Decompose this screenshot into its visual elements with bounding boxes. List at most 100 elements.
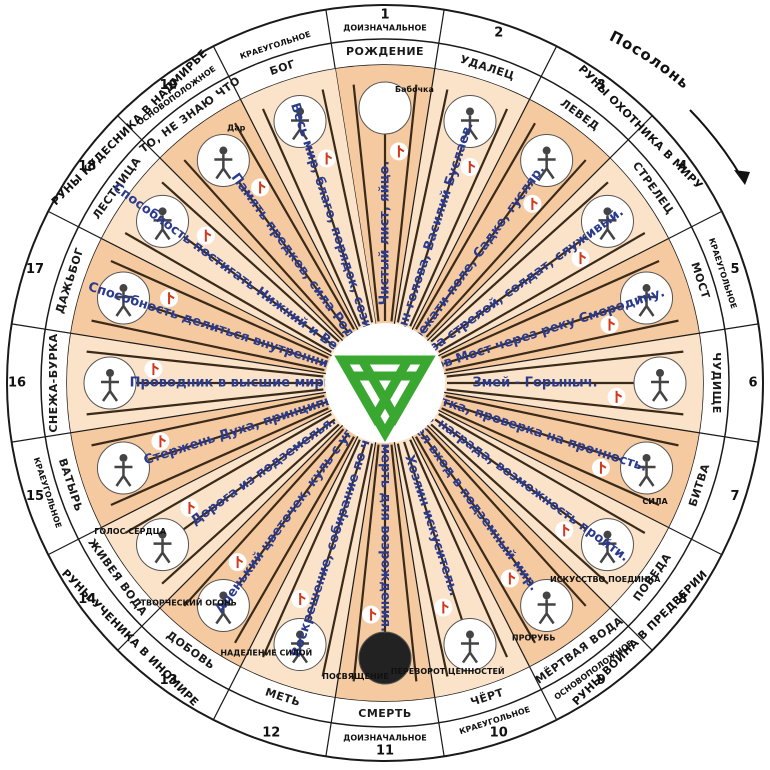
spoke-ray	[124, 413, 332, 534]
spoke-ray	[438, 232, 646, 353]
pose-caption: Дар	[227, 124, 246, 133]
figure-body	[214, 154, 233, 180]
figure-head	[158, 207, 167, 216]
sector-number: 14	[78, 592, 96, 607]
sector-number: 8	[678, 592, 687, 607]
arrow-head-icon	[734, 170, 750, 185]
rune-icon	[204, 229, 212, 242]
sector-divider	[384, 382, 653, 651]
pose-caption: СИЛА	[642, 497, 668, 506]
figure-body	[101, 377, 119, 402]
spoke-ray	[86, 350, 324, 378]
center-disc	[325, 323, 445, 443]
sector-hint-label: ДОИЗНАЧАЛЬНОЕ	[343, 24, 427, 33]
spoke-description: Проводник в высшие миры.	[130, 376, 341, 391]
rune-icon	[599, 461, 607, 474]
rune-icon	[397, 145, 405, 158]
figure-head	[542, 146, 551, 155]
figure-head	[465, 630, 474, 639]
spoke-ray	[446, 350, 684, 378]
figure-head	[219, 146, 228, 155]
sector-divider	[384, 9, 445, 384]
figure-head	[119, 284, 128, 293]
spoke-ray	[234, 122, 355, 330]
sector-divider	[384, 45, 558, 384]
sector-divider	[384, 382, 558, 721]
sector-number: 15	[26, 489, 44, 504]
spoke-ray	[446, 388, 684, 416]
figure-body	[460, 115, 479, 141]
pose-caption: ПЕРЕВОРОТ ЦЕННОСТЕЙ	[391, 665, 505, 676]
spoke-ray	[261, 439, 361, 658]
spoke-ray	[390, 444, 418, 682]
spoke-ray	[261, 108, 361, 327]
figure-body	[114, 292, 133, 317]
figure-body	[153, 215, 172, 241]
rune-icon	[468, 161, 476, 174]
sector-number: 4	[678, 159, 687, 174]
sector-divider	[11, 382, 386, 443]
spoke-ray	[396, 443, 449, 677]
figure-head	[119, 453, 128, 462]
spoke-description: Смерть для возрождения.	[378, 434, 393, 632]
pose-caption: ПРОРУБЬ	[512, 633, 556, 642]
figure-body	[214, 599, 233, 625]
spoke-ray	[161, 181, 340, 343]
sector-divider	[117, 115, 386, 384]
spoke-ray	[445, 319, 679, 372]
spoke-ray	[161, 423, 340, 585]
rune-icon	[325, 152, 333, 165]
figure-head	[603, 207, 612, 216]
sector-divider	[384, 323, 759, 384]
figure-head	[158, 530, 167, 539]
spoke-ray	[321, 89, 374, 323]
spoke-ray	[441, 407, 660, 507]
spoke-ray	[430, 423, 609, 585]
rune-icon	[236, 556, 244, 569]
figure-head	[642, 284, 651, 293]
figure-body	[291, 115, 310, 141]
sector-number: 7	[730, 489, 739, 504]
figure-head	[603, 530, 612, 539]
spoke-ray	[441, 259, 660, 359]
sector-divider	[325, 382, 386, 757]
title-text: Посолонь	[607, 27, 694, 93]
figure-head	[656, 369, 664, 377]
figure-head	[106, 369, 114, 377]
rune-icon	[508, 572, 516, 585]
center-triangle-knot	[325, 323, 445, 443]
sector-divider	[384, 210, 723, 384]
spoke-ray	[321, 443, 374, 677]
spoke-ray	[91, 319, 325, 372]
figure-head	[542, 591, 551, 600]
spoke-ray	[415, 122, 536, 330]
spoke-ray	[425, 428, 587, 607]
pose-caption: ГОЛОС СЕРДЦА	[94, 527, 167, 536]
spoke-ray	[110, 407, 329, 507]
figure-head	[465, 107, 474, 116]
pose-caption: ПОСВЯЩЕНИЕ	[322, 672, 389, 681]
pose-caption: Бабочка	[395, 84, 434, 94]
spoke-ray	[234, 436, 355, 644]
figure-body	[598, 215, 617, 241]
spoke-ray	[183, 428, 345, 607]
spoke-ray	[86, 388, 324, 416]
spoke-ray	[91, 394, 325, 447]
sector-number: 17	[26, 262, 44, 277]
figure-body	[153, 538, 172, 564]
figure-body	[291, 638, 310, 664]
rune-icon	[608, 318, 616, 331]
sector-divider	[47, 382, 386, 556]
sector-number: 9	[597, 673, 606, 688]
sector-number: 2	[494, 26, 503, 41]
pose-caption: ТВОРЧЕСКИЙ ОГОНЬ	[141, 597, 237, 608]
rune-icon	[188, 501, 195, 514]
figure-head	[296, 107, 305, 116]
figure-body	[537, 599, 556, 625]
sector-divider	[117, 382, 386, 651]
sector-name-label: СНЕЖА-БУРКА	[47, 333, 60, 432]
sector-number: 18	[78, 159, 96, 174]
sector-number: 6	[748, 376, 757, 391]
